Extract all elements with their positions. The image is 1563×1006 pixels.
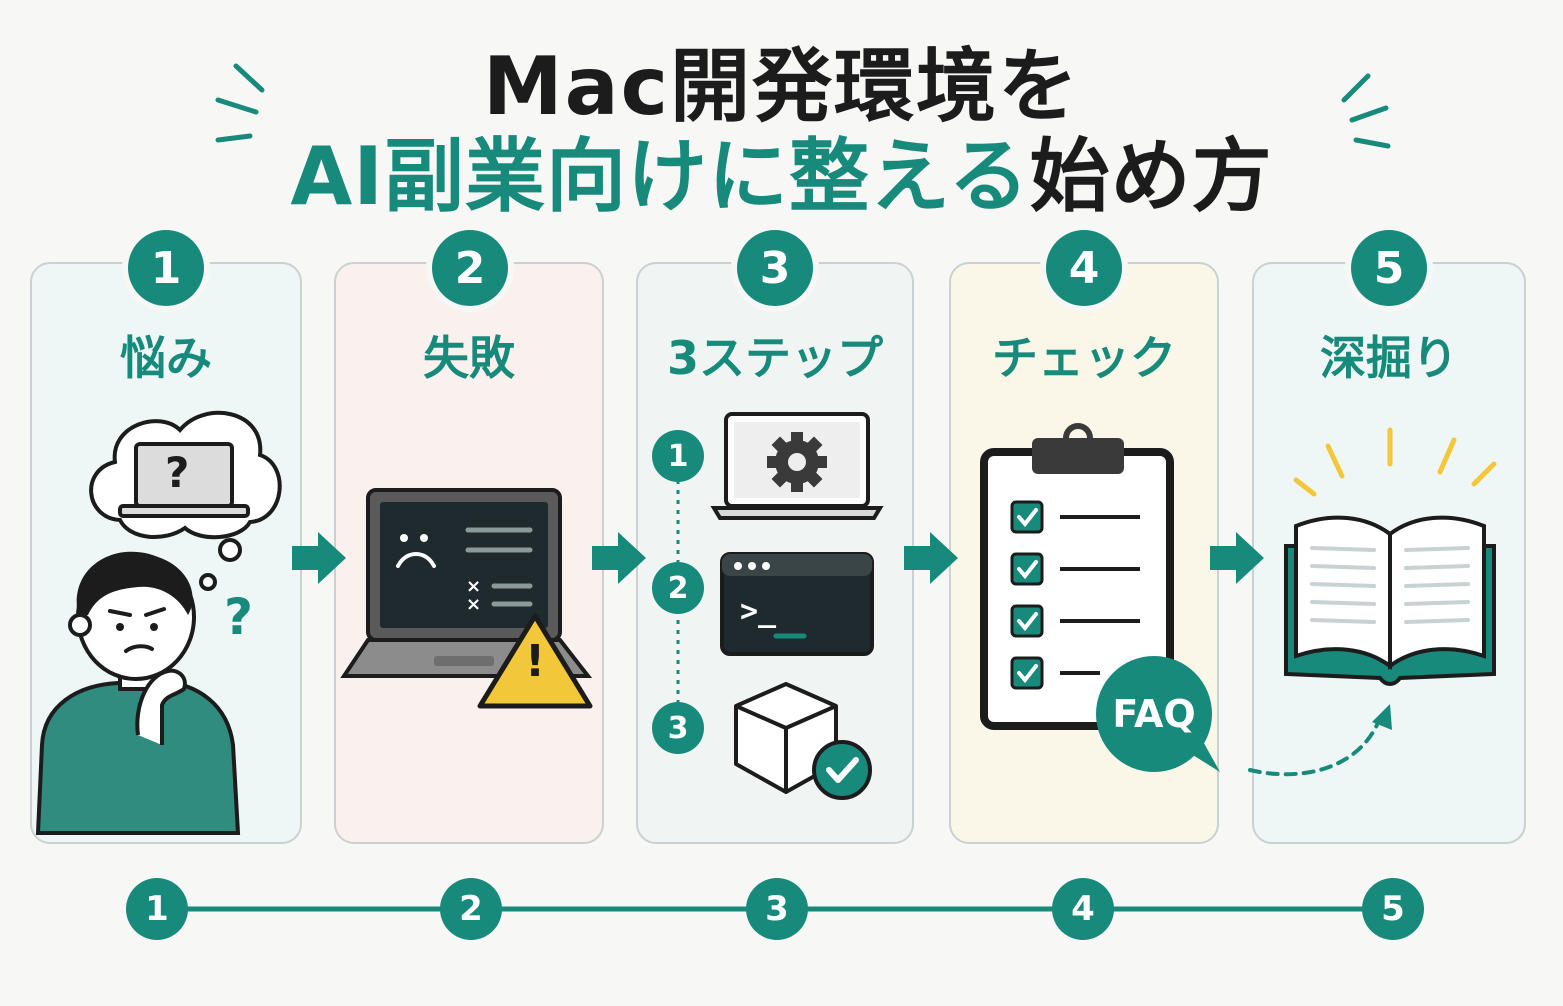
timeline-step-2: 2	[440, 878, 502, 940]
step-badge-4: 4	[1046, 230, 1122, 306]
terminal-prompt-text: >_	[740, 594, 777, 629]
title-accent-text: AI副業向けに整える	[290, 130, 1030, 223]
warning-triangle-icon	[477, 613, 593, 709]
step-badge-2: 2	[432, 230, 508, 306]
side-question-mark: ?	[224, 588, 254, 646]
error-mark-1: ×	[466, 576, 482, 597]
arrow-right-icon	[1210, 532, 1264, 584]
terminal-window-icon	[720, 552, 874, 656]
emphasis-strokes-right-icon	[1341, 73, 1391, 149]
step-label-failure: 失敗	[423, 331, 515, 385]
warning-exclamation: !	[525, 636, 546, 687]
dashed-curved-arrow-icon	[1248, 704, 1392, 777]
step-badge-3: 3	[737, 230, 813, 306]
thought-question-mark: ?	[165, 448, 190, 497]
step-label-deep-dive: 深掘り	[1320, 331, 1458, 385]
timeline-step-1: 1	[126, 878, 188, 940]
arrow-right-icon	[904, 532, 958, 584]
thought-bubble-icon	[89, 410, 282, 591]
package-box-icon	[734, 682, 872, 800]
open-book-icon	[1284, 515, 1496, 686]
substep-badge-2: 2	[652, 562, 704, 614]
step-badge-1: 1	[128, 230, 204, 306]
title-line-2: AI副業向けに整える始め方	[0, 112, 1563, 228]
title-line-1: Mac開発環境を	[482, 40, 1080, 133]
laptop-settings-icon	[710, 412, 884, 520]
step-badge-5: 5	[1351, 230, 1427, 306]
title-dark-text: 始め方	[1029, 130, 1273, 223]
checklist-clipboard-icon	[980, 423, 1174, 730]
timeline-step-5: 5	[1362, 878, 1424, 940]
worried-person-icon	[35, 551, 241, 835]
step-label-check: チェック	[992, 331, 1176, 385]
spark-rays-icon	[1293, 427, 1497, 497]
faq-label: FAQ	[1112, 692, 1196, 736]
step-label-worry: 悩み	[120, 331, 212, 385]
error-mark-2: ×	[466, 594, 482, 615]
substep-badge-3: 3	[652, 702, 704, 754]
step-label-three-steps: 3ステップ	[666, 331, 883, 385]
substep-badge-1: 1	[652, 430, 704, 482]
arrow-right-icon	[292, 532, 346, 584]
arrow-right-icon	[592, 532, 646, 584]
emphasis-strokes-left-icon	[215, 63, 265, 143]
timeline-step-4: 4	[1052, 878, 1114, 940]
faq-speech-bubble-icon	[1096, 656, 1220, 772]
timeline-step-3: 3	[746, 878, 808, 940]
